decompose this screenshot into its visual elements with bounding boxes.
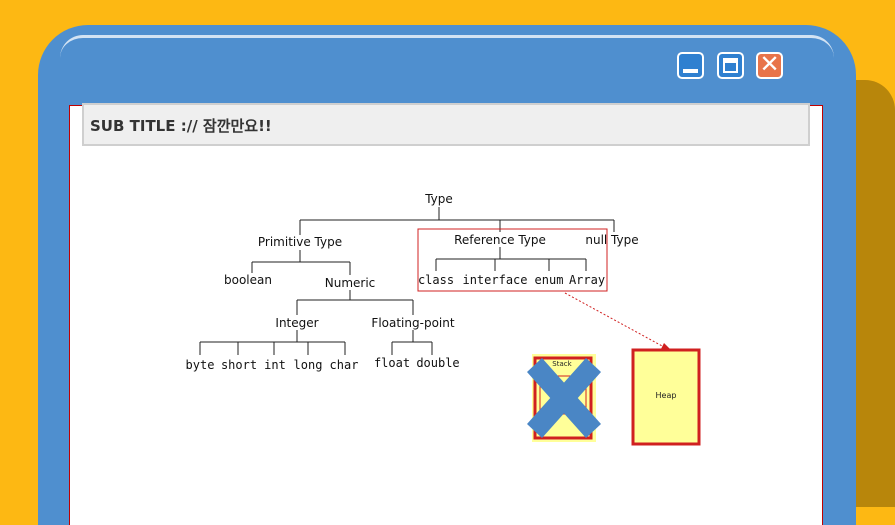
leaf-short: short — [221, 358, 257, 372]
content-panel: SUB TITLE :// 잠깐만요!! — [69, 103, 823, 525]
node-boolean: boolean — [224, 273, 272, 287]
node-null-type: null Type — [585, 233, 638, 247]
leaf-array: Array — [569, 273, 605, 287]
leaf-double: double — [416, 356, 459, 370]
stack-label: Stack — [552, 360, 572, 368]
tree-connectors — [199, 207, 615, 355]
subtitle-text: SUB TITLE :// 잠깐만요!! — [90, 117, 272, 135]
leaf-char: char — [330, 358, 359, 372]
node-type: Type — [424, 192, 453, 206]
node-primitive-type: Primitive Type — [258, 235, 342, 249]
leaf-class: class — [418, 273, 454, 287]
window-gloss — [60, 35, 834, 58]
close-button[interactable]: ✕ — [756, 50, 783, 79]
leaf-int: int — [264, 358, 286, 372]
close-icon: ✕ — [759, 50, 780, 78]
leaf-float: float — [374, 356, 410, 370]
minimize-icon — [683, 69, 698, 73]
leaf-interface: interface — [462, 273, 527, 287]
app-window: ✕ SUB TITLE :// 잠깐만요!! — [38, 25, 856, 525]
type-hierarchy-diagram: Type Primitive Type Reference Type null … — [186, 192, 701, 446]
node-floating-point: Floating-point — [371, 316, 454, 330]
heap-label: Heap — [656, 391, 677, 400]
heap-memory-box: Heap — [631, 348, 701, 446]
leaf-long: long — [294, 358, 323, 372]
subtitle-bar: SUB TITLE :// 잠깐만요!! — [82, 103, 810, 146]
leaf-enum: enum — [535, 273, 564, 287]
maximize-icon — [723, 58, 738, 73]
maximize-button[interactable] — [717, 52, 744, 79]
leaf-labels: byte short int long char float double cl… — [186, 273, 606, 372]
minimize-button[interactable] — [677, 52, 704, 79]
reference-arrow — [564, 292, 665, 348]
tree-labels: Type Primitive Type Reference Type null … — [224, 192, 639, 330]
node-numeric: Numeric — [325, 276, 376, 290]
leaf-byte: byte — [186, 358, 215, 372]
cross-mark-icon — [527, 358, 601, 438]
reference-highlight-box — [417, 228, 608, 292]
node-integer: Integer — [275, 316, 318, 330]
node-reference-type: Reference Type — [454, 233, 546, 247]
